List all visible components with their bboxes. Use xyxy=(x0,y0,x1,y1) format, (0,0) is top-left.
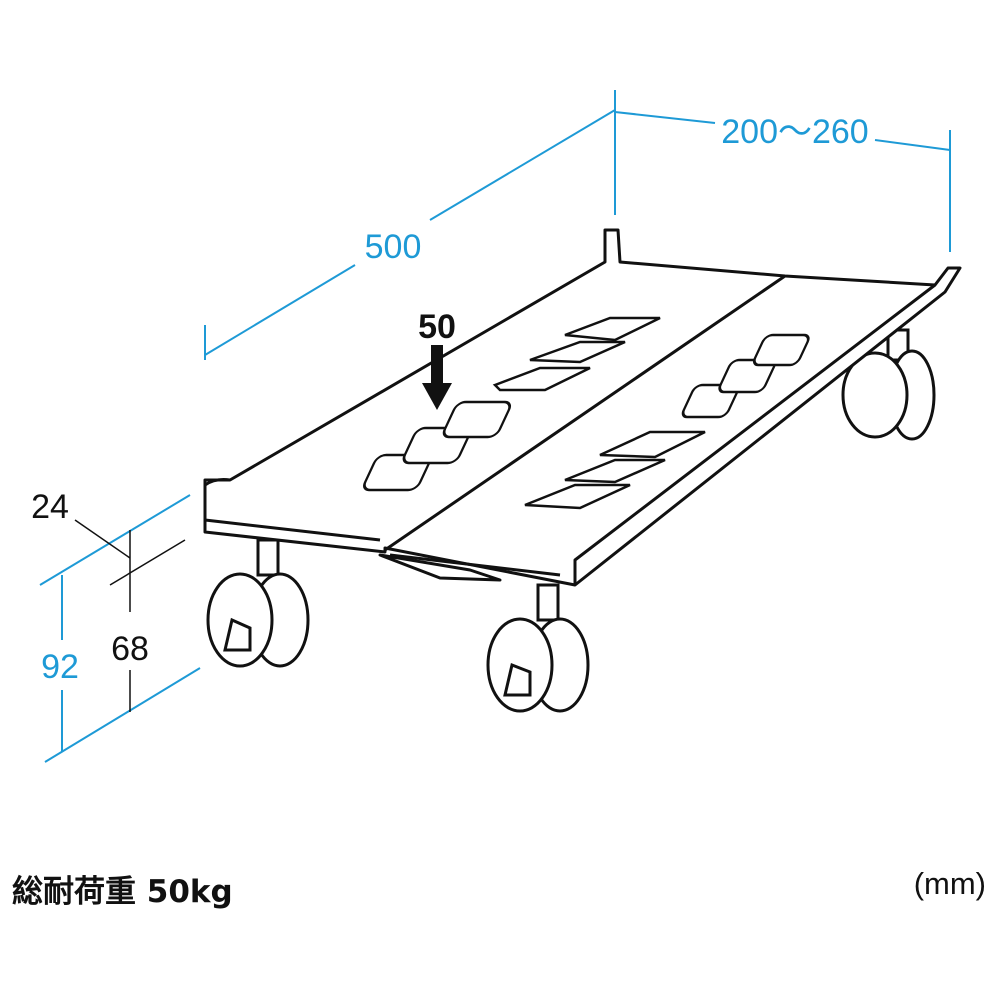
caster-front-right xyxy=(486,583,590,713)
clearance-label: 68 xyxy=(111,630,149,668)
caster-front-left xyxy=(206,538,310,668)
length-label: 500 xyxy=(365,228,422,266)
caster-back-right xyxy=(841,328,936,441)
width-label: 200～260 xyxy=(721,113,868,151)
dimension-lines xyxy=(39,90,951,763)
board xyxy=(203,228,962,587)
hole-pitch-label: 50 xyxy=(418,308,456,346)
total-height-label: 92 xyxy=(41,648,79,686)
black-dimension-lines xyxy=(74,519,186,712)
load-capacity: 総耐荷重 50kg xyxy=(12,874,233,910)
hole-pitch-arrow xyxy=(422,345,452,410)
vent-slots xyxy=(363,316,810,510)
unit-label: (mm) xyxy=(913,866,986,901)
rail-height-label: 24 xyxy=(31,488,69,526)
